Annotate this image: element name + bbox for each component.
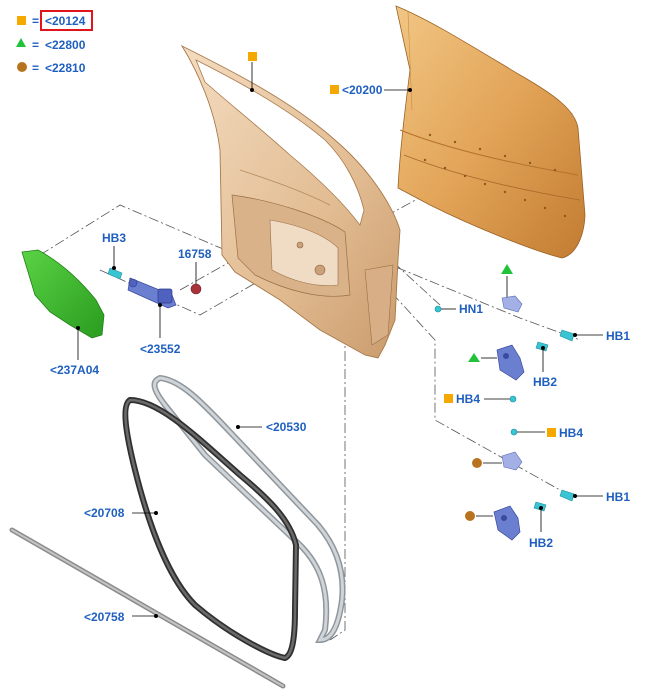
label-23552[interactable]: <23552 <box>140 342 181 356</box>
door-inner-frame[interactable] <box>180 44 401 359</box>
label-hb3[interactable]: HB3 <box>102 231 126 245</box>
label-hb1-bottom[interactable]: HB1 <box>606 490 630 504</box>
green-filler-panel[interactable] <box>21 249 105 339</box>
part-16758-icon[interactable] <box>190 283 202 295</box>
legend-code-3[interactable]: <22810 <box>45 61 86 75</box>
lower-hinge-body-side[interactable] <box>493 505 521 541</box>
legend-highlight-box <box>40 10 93 31</box>
label-20200[interactable]: <20200 <box>342 83 383 97</box>
legend-eq-1: = <box>32 14 39 28</box>
label-hb2-top[interactable]: HB2 <box>533 375 557 389</box>
lower-hinge-triangle-icon-1 <box>468 353 480 362</box>
outer-door-panel[interactable] <box>395 5 586 259</box>
hn1-nut-icon[interactable] <box>434 305 442 313</box>
legend-code-1[interactable]: <20124 <box>45 14 86 28</box>
weatherstrip-20708[interactable] <box>122 396 300 662</box>
label-20530[interactable]: <20530 <box>266 420 307 434</box>
label-20708[interactable]: <20708 <box>84 506 125 520</box>
hb4-right-square-icon <box>547 428 556 437</box>
legend-eq-3: = <box>32 61 39 75</box>
legend-triangle-icon <box>16 38 26 47</box>
frame-square-icon <box>248 52 257 61</box>
hb1-top-bolt-icon[interactable] <box>559 329 575 342</box>
legend-eq-2: = <box>32 38 39 52</box>
label-hb4-right[interactable]: HB4 <box>559 426 583 440</box>
legend-code-2[interactable]: <22800 <box>45 38 86 52</box>
hb4-right-nut-icon[interactable] <box>510 428 518 436</box>
lower-hinge-circle-icon-2 <box>465 511 475 521</box>
label-237a04[interactable]: <237A04 <box>50 363 99 377</box>
lower-hinge-circle-icon-1 <box>472 458 482 468</box>
upper-hinge-door-side[interactable] <box>501 295 523 313</box>
outer-panel-square-icon <box>330 85 339 94</box>
legend-square-icon <box>17 16 26 25</box>
hb1-bottom-bolt-icon[interactable] <box>559 489 575 502</box>
legend: = <20124 = <22800 = <22810 <box>16 10 93 75</box>
hb4-left-square-icon <box>444 394 453 403</box>
label-20758[interactable]: <20758 <box>84 610 125 624</box>
hb3-bolt-icon[interactable] <box>107 267 123 280</box>
hb4-left-nut-icon[interactable] <box>509 395 517 403</box>
label-hb1-top[interactable]: HB1 <box>606 329 630 343</box>
lower-hinge-door-side[interactable] <box>501 451 523 471</box>
label-hb2-bottom[interactable]: HB2 <box>529 536 553 550</box>
label-hn1[interactable]: HN1 <box>459 302 483 316</box>
door-check-strap[interactable] <box>127 277 177 309</box>
upper-hinge-body-side[interactable] <box>496 344 525 381</box>
upper-hinge-triangle-icon <box>501 264 513 274</box>
weatherstrip-20530[interactable] <box>151 374 346 644</box>
legend-circle-icon <box>17 62 27 72</box>
belt-strip-20758[interactable] <box>9 527 286 689</box>
label-16758[interactable]: 16758 <box>178 247 212 261</box>
label-hb4-left[interactable]: HB4 <box>456 392 480 406</box>
